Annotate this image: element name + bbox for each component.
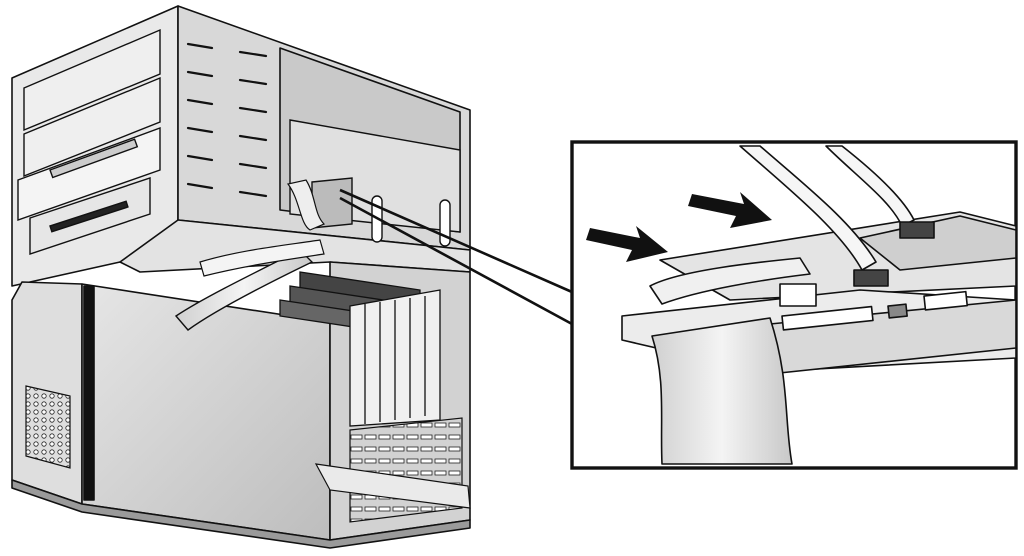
cd-drive-tray xyxy=(49,138,139,179)
front-vent-grille xyxy=(25,385,71,469)
side-vent-lines xyxy=(186,42,268,198)
expansion-cards xyxy=(279,271,441,427)
rear-io-grille xyxy=(349,417,463,523)
bezel-black-strip xyxy=(83,285,95,501)
ribbon-cable-tower-upper xyxy=(199,239,325,277)
inset-ribbon-cable xyxy=(651,317,793,465)
inset-power-cable-1 xyxy=(739,145,877,271)
inset-arrow-left xyxy=(586,226,668,262)
tower-base xyxy=(11,479,471,549)
drive-bay-2 xyxy=(23,76,161,178)
zoom-inset xyxy=(570,140,1018,470)
drive-bays xyxy=(17,28,161,255)
drive-bracket xyxy=(289,119,461,247)
ribbon-cable-tower xyxy=(174,249,314,331)
inset-arrow-right xyxy=(688,192,772,228)
inset-drive-top-face xyxy=(859,215,1017,271)
lower-tray xyxy=(314,463,471,509)
zoom-leader-lines xyxy=(339,188,573,326)
inset-connector-block xyxy=(779,283,817,307)
drive-bay-1 xyxy=(23,28,161,132)
inset-power-socket xyxy=(923,290,969,311)
inset-jumper xyxy=(887,303,908,319)
inset-ribbon-cable-top xyxy=(649,257,811,305)
tower-side-cover xyxy=(81,283,331,541)
floppy-slot xyxy=(49,200,129,233)
inset-power-plug-2 xyxy=(899,221,935,239)
ribbon-cable-tower-loop xyxy=(286,179,326,231)
inset-power-cable-2 xyxy=(825,145,915,227)
inset-power-plug-1 xyxy=(853,269,889,287)
inset-pin-header xyxy=(781,305,874,331)
